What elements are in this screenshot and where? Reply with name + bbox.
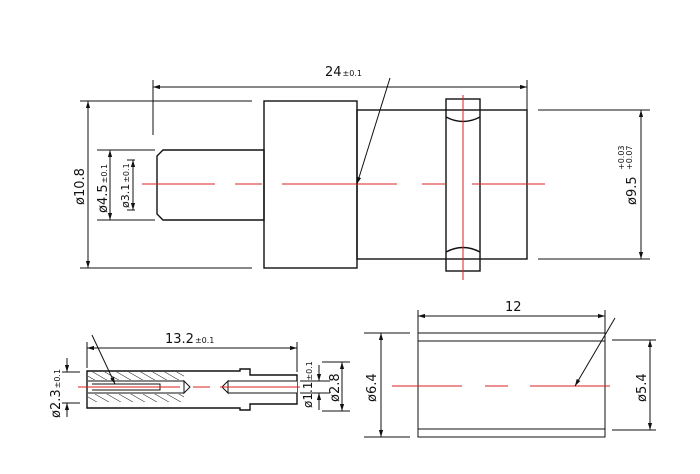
pin-length-label: 13.2±0.1: [165, 332, 214, 347]
sleeve-bottom-wall: [417, 428, 606, 438]
crimp-dia-label: ø4.5±0.1: [96, 164, 111, 213]
sleeve-length-label: 12: [505, 300, 522, 315]
sleeve-top-wall: [417, 332, 606, 342]
sleeve-inner-dia-label: ø5.4: [635, 373, 650, 402]
length-label: 24±0.1: [325, 65, 362, 80]
sleeve-section: 12 ø6.4 ø5.4: [364, 300, 656, 438]
contact-pin-section: 13.2±0.1 ø2.3±0.1 ø1.1±0.1 ø2.8: [49, 332, 350, 418]
body-dia-tol-upper: +0.03: [617, 145, 626, 170]
pin-body: [86, 368, 298, 411]
crimp-ferrule: [156, 149, 265, 221]
bore-dia-label: ø3.1±0.1: [119, 163, 132, 208]
pin-dia-label: ø2.3±0.1: [49, 369, 64, 418]
connector-side-view: 24±0.1 ø10.8 ø4.5±0.1 ø3.1±0.1 ø9.5 +0.0…: [73, 65, 650, 280]
outer-dia-label: ø10.8: [73, 168, 88, 205]
pin-bore-dia-label: ø1.1±0.1: [301, 361, 315, 408]
leader-line: [356, 77, 391, 185]
sleeve-outer-dia-label: ø6.4: [365, 373, 380, 402]
body-dia-label: ø9.5: [625, 176, 640, 205]
collar-dia-label: ø2.8: [328, 373, 343, 402]
body-dia-tol-lower: +0.07: [625, 145, 634, 170]
